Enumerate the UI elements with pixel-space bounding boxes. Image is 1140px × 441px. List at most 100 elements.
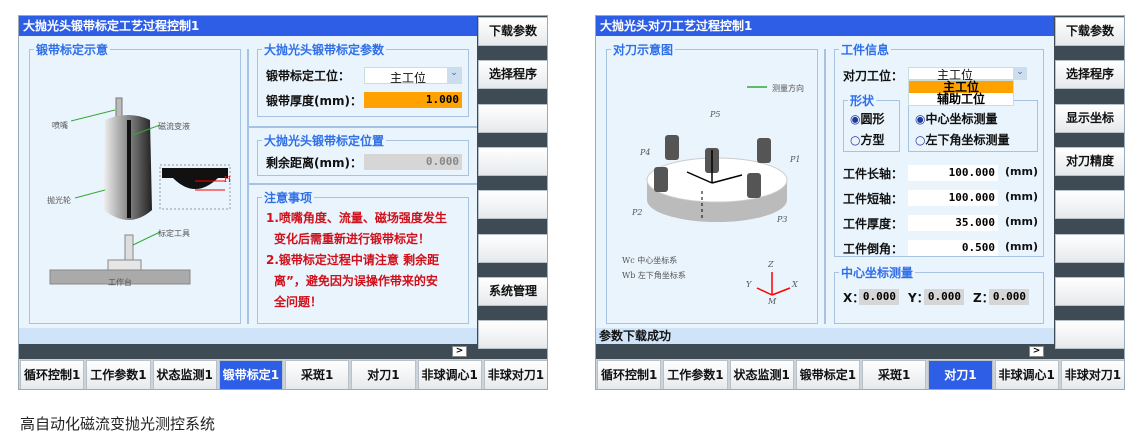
dropdown-option[interactable]: 主工位 — [909, 81, 1013, 93]
center-coordinate-group: 中心坐标测量 X： 0.000 Y： 0.000 Z： 0.000 — [834, 264, 1044, 324]
tab-7[interactable]: 非球调心1 — [994, 360, 1059, 389]
tab-1[interactable]: 循环控制1 — [597, 360, 662, 389]
field-label: 工件厚度： — [843, 217, 904, 231]
side-button-4[interactable]: 对刀精度 — [1055, 146, 1124, 176]
station-dropdown[interactable]: 主工位 ⌄ — [364, 67, 462, 85]
field-input[interactable]: 0.500 — [908, 240, 998, 256]
x-axis-label: X — [792, 280, 798, 289]
side-button-3[interactable] — [478, 103, 547, 133]
note-line: 2.锻带标定过程中请注意 剩余距 — [266, 253, 440, 267]
table-label: 工作台 — [108, 278, 132, 287]
p4-label: P4 — [640, 148, 651, 157]
shape-radio-square[interactable]: ○方型 — [850, 131, 885, 148]
next-arrow-button[interactable]: > — [452, 346, 467, 357]
note-line: 1.喷嘴角度、流量、磁场强度发生 — [266, 211, 447, 225]
field-input[interactable]: 100.000 — [908, 165, 998, 181]
side-button-5[interactable] — [1055, 190, 1124, 220]
tool-setting-window: 大抛光头对刀工艺过程控制1 下载参数选择程序显示坐标对刀精度 对刀示意图 测量方… — [595, 15, 1125, 390]
diagram-group: 对刀示意图 测量方向 P5 P1 P2 P3 P4 Wc 中心坐标系 Wb 左下… — [606, 41, 818, 324]
tab-6[interactable]: 对刀1 — [928, 360, 993, 389]
tab-8[interactable]: 非球对刀1 — [483, 360, 547, 389]
mode-radio-center[interactable]: ◉中心坐标测量 — [915, 110, 998, 127]
chevron-down-icon[interactable]: ⌄ — [447, 68, 461, 83]
p2-label: P2 — [632, 208, 643, 217]
group-title: 形状 — [848, 92, 877, 109]
field-label: 工件短轴： — [843, 192, 904, 206]
wb-legend: Wb 左下角坐标系 — [622, 271, 686, 280]
radio-unselected-icon: ○ — [915, 133, 926, 147]
side-button-2[interactable]: 选择程序 — [1055, 60, 1124, 90]
tab-4[interactable]: 锻带标定1 — [218, 360, 283, 389]
p1-label: P1 — [790, 155, 801, 164]
radio-unselected-icon: ○ — [850, 133, 861, 147]
side-button-column: 下载参数选择程序系统管理 — [477, 16, 547, 359]
radio-label: 方型 — [860, 133, 885, 147]
params-group: 大抛光头锻带标定参数 锻带标定工位： 主工位 ⌄ 锻带厚度(mm)： 1.000 — [257, 41, 469, 117]
next-arrow-button[interactable]: > — [1029, 346, 1044, 357]
y-value: 0.000 — [924, 289, 964, 305]
chevron-down-icon[interactable]: ⌄ — [1013, 67, 1027, 80]
tab-7[interactable]: 非球调心1 — [417, 360, 482, 389]
side-button-7[interactable]: 系统管理 — [478, 276, 547, 306]
side-button-4[interactable] — [478, 146, 547, 176]
divider — [248, 183, 477, 185]
side-button-6[interactable] — [1055, 233, 1124, 263]
side-button-5[interactable] — [478, 190, 547, 220]
h-label: H — [224, 175, 231, 184]
group-title: 大抛光头锻带标定参数 — [262, 41, 387, 58]
dropdown-option[interactable]: 辅助工位 — [936, 92, 985, 106]
tab-5[interactable]: 采斑1 — [285, 360, 350, 389]
side-button-1[interactable]: 下载参数 — [478, 17, 547, 46]
thickness-label: 锻带厚度(mm)： — [266, 94, 362, 108]
side-button-8[interactable] — [478, 320, 547, 350]
shape-radio-circle[interactable]: ◉圆形 — [850, 110, 885, 127]
thickness-input[interactable]: 1.000 — [364, 92, 462, 108]
tab-4[interactable]: 锻带标定1 — [795, 360, 860, 389]
window-title: 大抛光头对刀工艺过程控制1 — [596, 16, 1054, 36]
side-button-2[interactable]: 选择程序 — [478, 60, 547, 90]
mode-radio-corner[interactable]: ○左下角坐标测量 — [915, 131, 1010, 148]
radio-selected-icon: ◉ — [915, 112, 926, 126]
group-title: 中心坐标测量 — [839, 264, 916, 281]
tool-label: 标定工具 — [158, 229, 190, 238]
note-line: 变化后需重新进行锻带标定！ — [274, 232, 431, 246]
wheel-label: 抛光轮 — [47, 196, 71, 205]
y-axis-label: Y — [746, 280, 752, 289]
fluid-label: 磁流变液 — [158, 122, 190, 131]
side-button-6[interactable] — [478, 233, 547, 263]
p5-label: P5 — [710, 110, 721, 119]
direction-label: 测量方向 — [772, 84, 804, 93]
radio-label: 中心坐标测量 — [925, 112, 998, 126]
field-input[interactable]: 100.000 — [908, 190, 998, 206]
tab-5[interactable]: 采斑1 — [862, 360, 927, 389]
note-line: 全问题！ — [274, 295, 323, 309]
tab-6[interactable]: 对刀1 — [351, 360, 416, 389]
side-button-8[interactable] — [1055, 320, 1124, 350]
tab-3[interactable]: 状态监测1 — [152, 360, 217, 389]
tool-setting-diagram — [646, 86, 791, 296]
tab-1[interactable]: 循环控制1 — [20, 360, 85, 389]
divider — [247, 49, 249, 324]
tab-2[interactable]: 工作参数1 — [86, 360, 151, 389]
side-button-7[interactable] — [1055, 276, 1124, 306]
tab-2[interactable]: 工作参数1 — [663, 360, 728, 389]
field-label: 工件长轴： — [843, 167, 904, 181]
figure-caption: 高自动化磁流变抛光测控系统 — [20, 415, 216, 433]
radio-label: 圆形 — [860, 112, 885, 126]
window-title: 大抛光头锻带标定工艺过程控制1 — [19, 16, 477, 36]
field-input[interactable]: 35.000 — [908, 215, 998, 231]
tab-3[interactable]: 状态监测1 — [729, 360, 794, 389]
m-label: M — [768, 297, 777, 306]
station-value: 主工位 — [390, 71, 427, 85]
group-title: 大抛光头锻带标定位置 — [262, 132, 387, 149]
side-button-3[interactable]: 显示坐标 — [1055, 103, 1124, 133]
group-title: 注意事项 — [262, 189, 315, 206]
side-button-1[interactable]: 下载参数 — [1055, 17, 1124, 46]
shape-group: 形状 ◉圆形 ○方型 — [843, 92, 900, 152]
z-value: 0.000 — [989, 289, 1029, 305]
field-unit: (mm) — [1005, 240, 1038, 253]
tab-8[interactable]: 非球对刀1 — [1060, 360, 1124, 389]
station-dropdown[interactable]: 主工位 ⌄ — [908, 67, 1027, 82]
